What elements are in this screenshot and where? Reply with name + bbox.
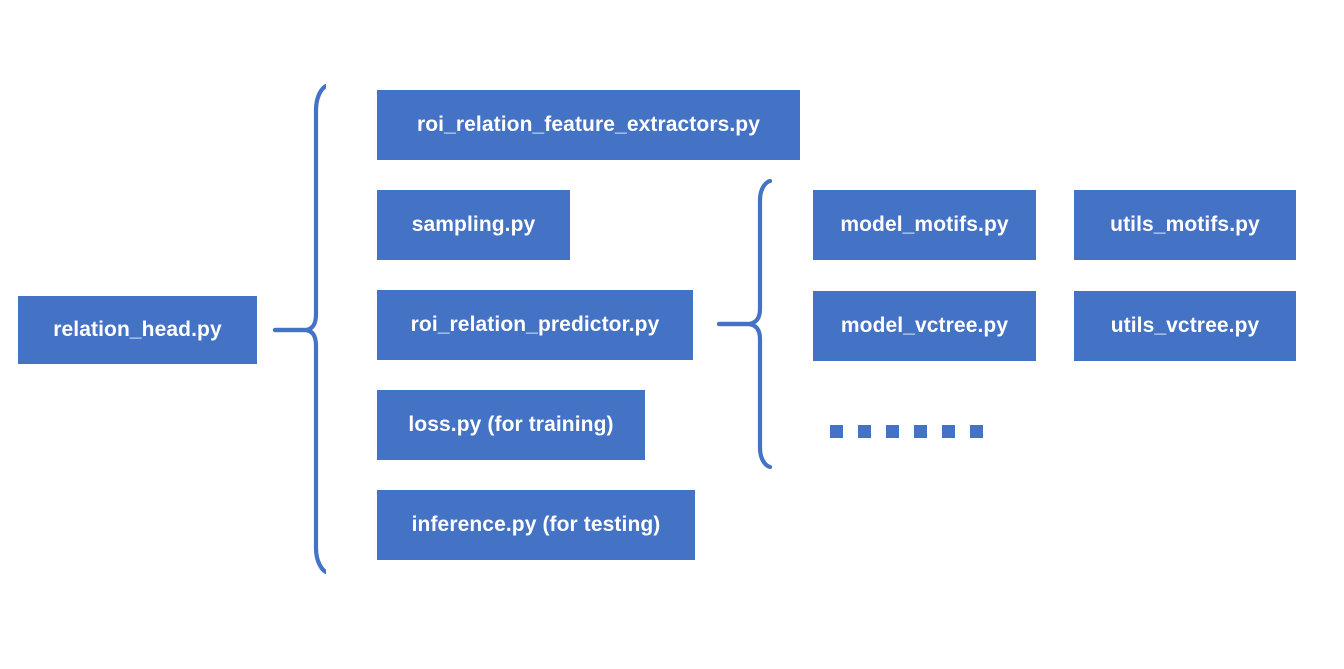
ellipsis-dot: [858, 425, 871, 438]
ellipsis-dot: [914, 425, 927, 438]
node-loss[interactable]: loss.py (for training): [377, 390, 645, 460]
node-relation-head[interactable]: relation_head.py: [18, 296, 257, 364]
node-model-vctree[interactable]: model_vctree.py: [813, 291, 1036, 361]
brace-right-connector: [716, 178, 772, 470]
brace-left-connector: [272, 83, 326, 575]
node-utils-vctree[interactable]: utils_vctree.py: [1074, 291, 1296, 361]
node-utils-motifs[interactable]: utils_motifs.py: [1074, 190, 1296, 260]
node-inference[interactable]: inference.py (for testing): [377, 490, 695, 560]
node-roi-relation-feature-extractors[interactable]: roi_relation_feature_extractors.py: [377, 90, 800, 160]
node-model-motifs[interactable]: model_motifs.py: [813, 190, 1036, 260]
more-items-ellipsis: [830, 425, 983, 438]
ellipsis-dot: [942, 425, 955, 438]
ellipsis-dot: [970, 425, 983, 438]
node-sampling[interactable]: sampling.py: [377, 190, 570, 260]
ellipsis-dot: [830, 425, 843, 438]
node-roi-relation-predictor[interactable]: roi_relation_predictor.py: [377, 290, 693, 360]
ellipsis-dot: [886, 425, 899, 438]
